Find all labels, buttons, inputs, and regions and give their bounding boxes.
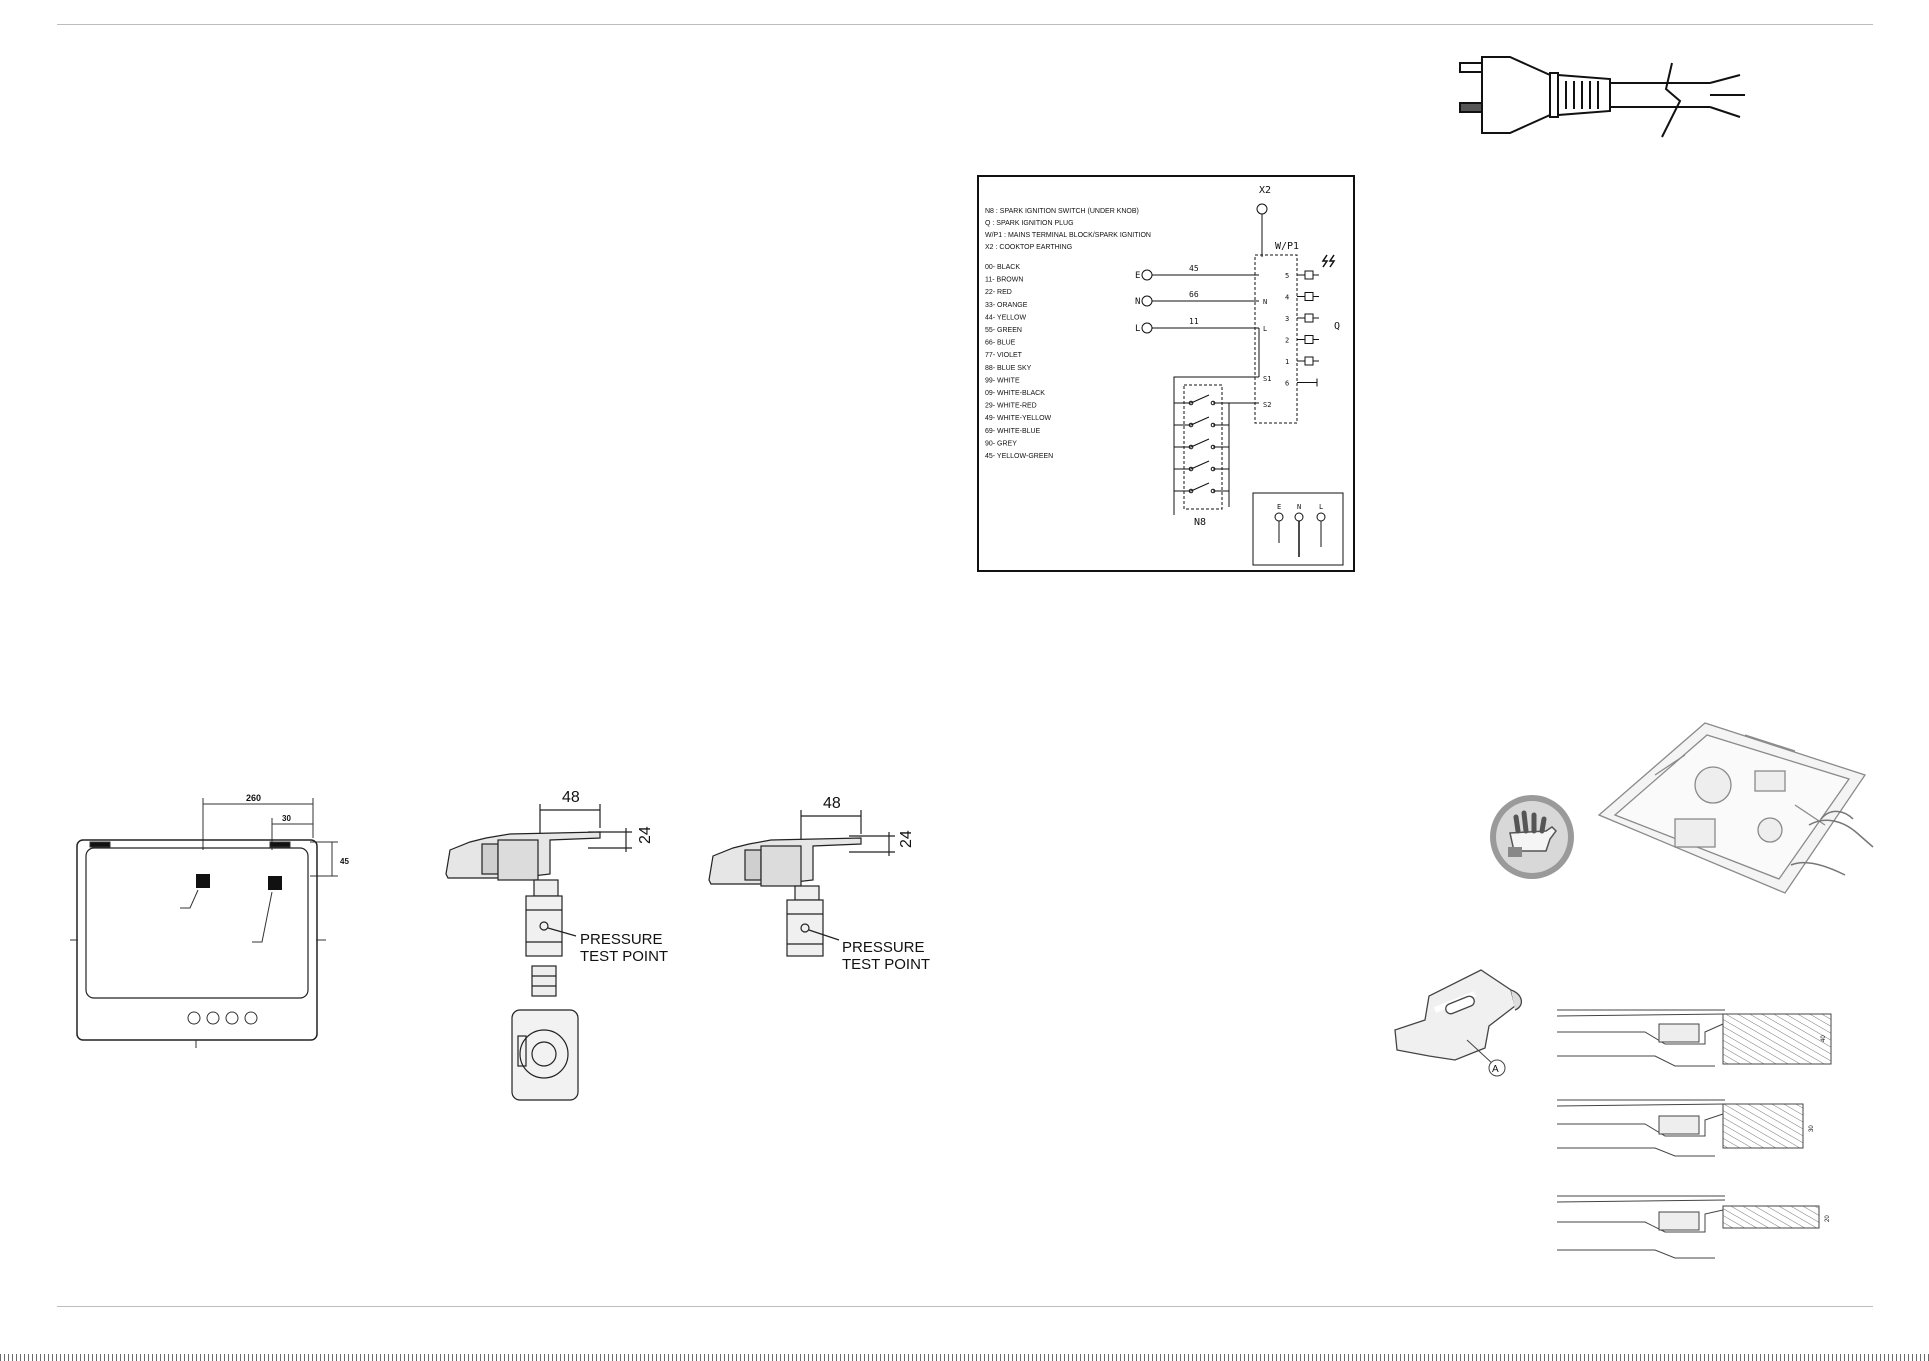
colour-code: 55- GREEN: [985, 327, 1022, 334]
worktop-section-2: 30: [1556, 1099, 1815, 1157]
pressure-test-point-label: TEST POINT: [842, 956, 930, 973]
fixing-clamp-icon: A: [1394, 969, 1522, 1077]
switch-contact: [1210, 400, 1216, 406]
label-a: A: [1492, 1064, 1499, 1075]
switch-contact: [1210, 444, 1216, 450]
box-label-l: L: [1319, 503, 1323, 511]
pressure-test-point-label: PRESSURE: [842, 939, 925, 956]
worktop-section-3: 20: [1556, 1195, 1831, 1259]
dim-48: 48: [823, 795, 841, 812]
dim-24: 24: [898, 830, 915, 848]
terminal-number: 1: [1285, 358, 1289, 366]
hob-installation-icon: [1597, 722, 1874, 894]
colour-code: 00- BLACK: [985, 264, 1020, 271]
spark-plug-symbol: [1297, 356, 1319, 366]
label-n8: N8: [1194, 517, 1206, 528]
bottom-hatch: [0, 1354, 1929, 1361]
box-label-n: N: [1297, 503, 1301, 511]
switch-contact: [1188, 400, 1194, 406]
colour-code: 45- YELLOW-GREEN: [985, 453, 1053, 460]
colour-code: 29- WHITE-RED: [985, 403, 1037, 410]
terminal-n: N: [1263, 298, 1267, 306]
dim-30: 30: [282, 814, 291, 823]
dim-260: 260: [246, 793, 261, 803]
gas-connection-1: 48 24 PRESSURE TEST POINT: [445, 789, 668, 1101]
colour-code: 90- GREY: [985, 440, 1017, 447]
label-s1: S1: [1263, 375, 1271, 383]
label-x2: X2: [1259, 185, 1271, 196]
wire-45: 45: [1189, 264, 1199, 273]
label-wp1: W/P1: [1275, 241, 1299, 252]
plug-cable-icon: [1459, 56, 1745, 138]
label-s2: S2: [1263, 401, 1271, 409]
glove-icon: [1490, 795, 1574, 879]
colour-code: 66- BLUE: [985, 340, 1016, 347]
colour-code: 99- WHITE: [985, 377, 1020, 384]
legend-line: X2 : COOKTOP EARTHING: [985, 244, 1072, 251]
ignition-switch: [1174, 460, 1229, 470]
spark-plug-symbol: [1297, 335, 1319, 344]
top-rule: [57, 24, 1873, 25]
pressure-test-point-label: PRESSURE: [580, 931, 663, 948]
label-l: L: [1135, 324, 1140, 334]
wiring-diagram: N8 : SPARK IGNITION SWITCH (UNDER KNOB) …: [977, 175, 1355, 572]
colour-code: 88- BLUE SKY: [985, 365, 1032, 372]
earth-symbol: [1297, 378, 1318, 387]
switch-contact: [1188, 422, 1194, 428]
spark-plug-symbol: [1297, 292, 1319, 301]
worktop-dim: 40: [1821, 1035, 1827, 1042]
ignition-switch: [1174, 416, 1229, 426]
terminal-number: 4: [1285, 294, 1289, 302]
switch-contact: [1210, 466, 1216, 472]
switch-contact: [1210, 488, 1216, 494]
label-n: N: [1135, 297, 1140, 307]
colour-code: 22- RED: [985, 289, 1012, 296]
legend-line: W/P1 : MAINS TERMINAL BLOCK/SPARK IGNITI…: [985, 232, 1151, 239]
dim-45: 45: [340, 857, 349, 866]
legend-line: N8 : SPARK IGNITION SWITCH (UNDER KNOB): [985, 208, 1139, 215]
legend-line: Q : SPARK IGNITION PLUG: [985, 220, 1074, 227]
wire-66: 66: [1189, 290, 1199, 299]
worktop-section-1: 40: [1556, 1009, 1832, 1067]
gas-connection-2: 48 24 PRESSURE TEST POINT: [708, 795, 930, 973]
box-label-e: E: [1277, 503, 1281, 511]
spark-plug-symbol: [1297, 313, 1319, 323]
ignition-switch: [1174, 482, 1229, 492]
dim-24: 24: [637, 826, 654, 844]
worktop-dim: 20: [1825, 1215, 1831, 1222]
spark-plug-symbol: [1297, 270, 1319, 280]
terminal-l: L: [1263, 325, 1267, 333]
colour-code: 77- VIOLET: [985, 352, 1023, 359]
pressure-test-point-label: TEST POINT: [580, 948, 668, 965]
ignition-switch: [1174, 438, 1229, 448]
colour-code: 44- YELLOW: [985, 314, 1027, 321]
colour-code: 49- WHITE-YELLOW: [985, 415, 1052, 422]
colour-code: 09- WHITE-BLACK: [985, 390, 1045, 397]
colour-code: 69- WHITE-BLUE: [985, 428, 1041, 435]
switch-contact: [1188, 466, 1194, 472]
terminal-number: 2: [1285, 337, 1289, 345]
switch-contact: [1188, 488, 1194, 494]
switch-contact: [1210, 422, 1216, 428]
label-e: E: [1135, 271, 1140, 281]
wire-11: 11: [1189, 317, 1199, 326]
colour-code: 33- ORANGE: [985, 302, 1028, 309]
terminal-number: 3: [1285, 315, 1289, 323]
ignition-switch: [1174, 394, 1229, 404]
switch-contact: [1188, 444, 1194, 450]
terminal-number: 6: [1285, 380, 1289, 388]
terminal-number: 5: [1285, 272, 1289, 280]
colour-code: 11- BROWN: [985, 277, 1023, 284]
bottom-rule: [57, 1306, 1873, 1307]
dim-48: 48: [562, 789, 580, 806]
cutout-drawing: 260 30 45: [70, 793, 349, 1048]
label-q: Q: [1334, 321, 1340, 332]
worktop-dim: 30: [1809, 1125, 1815, 1132]
